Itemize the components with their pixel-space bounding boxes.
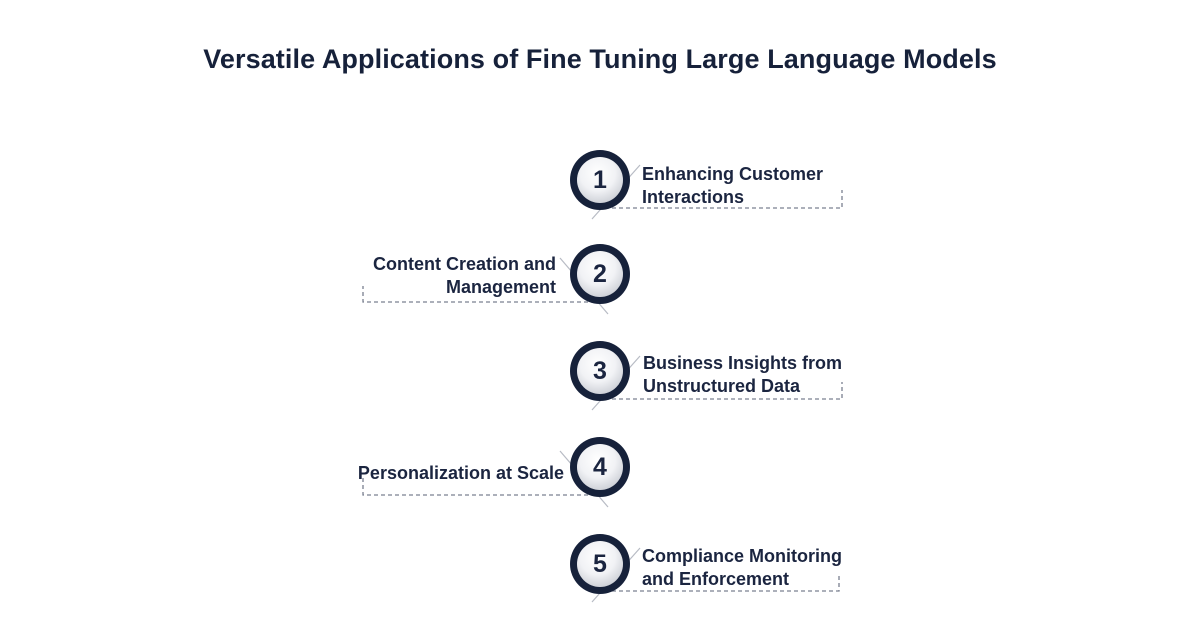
step-3-bracket bbox=[605, 382, 843, 400]
step-3-label-line2: Unstructured Data bbox=[643, 376, 801, 396]
step-5-disc bbox=[577, 541, 623, 587]
step-4-label: Personalization at Scale bbox=[344, 462, 564, 485]
step-5-label-line1: Compliance Monitoring bbox=[642, 546, 842, 566]
step-2-number: 2 bbox=[593, 260, 607, 288]
step-4-disc bbox=[577, 444, 623, 490]
step-4-graphic bbox=[362, 437, 630, 508]
step-5-label-line2: and Enforcement bbox=[642, 569, 790, 589]
step-3-graphic bbox=[570, 341, 843, 411]
step-4-bracket bbox=[362, 478, 595, 496]
step-3-label-line1: Business Insights from bbox=[643, 353, 843, 373]
step-2-graphic bbox=[362, 244, 630, 315]
step-2-label-line2: Management bbox=[445, 277, 556, 297]
page-title: Versatile Applications of Fine Tuning La… bbox=[203, 44, 997, 74]
step-5-number: 5 bbox=[593, 550, 607, 578]
step-1-bracket bbox=[605, 190, 843, 209]
step-3-disc bbox=[577, 348, 623, 394]
step-5-label: Compliance Monitoring and Enforcement bbox=[642, 545, 842, 591]
step-4-label-line1: Personalization at Scale bbox=[357, 463, 564, 483]
step-2-disc bbox=[577, 251, 623, 297]
step-1-label-line2: Interactions bbox=[642, 187, 745, 207]
step-2-label: Content Creation and Management bbox=[356, 253, 556, 299]
step-1-label-line1: Enhancing Customer bbox=[642, 164, 824, 184]
step-1-graphic bbox=[570, 150, 843, 220]
step-3-label: Business Insights from Unstructured Data bbox=[643, 352, 842, 398]
step-1-disc bbox=[577, 157, 623, 203]
step-2-bracket bbox=[362, 286, 595, 303]
step-5-bracket bbox=[605, 574, 840, 592]
step-1-label: Enhancing Customer Interactions bbox=[642, 163, 823, 209]
step-1-number: 1 bbox=[593, 166, 607, 194]
step-2-label-line1: Content Creation and bbox=[373, 254, 556, 274]
step-3-number: 3 bbox=[593, 357, 607, 385]
step-5-graphic bbox=[570, 534, 840, 603]
step-4-number: 4 bbox=[593, 453, 607, 481]
